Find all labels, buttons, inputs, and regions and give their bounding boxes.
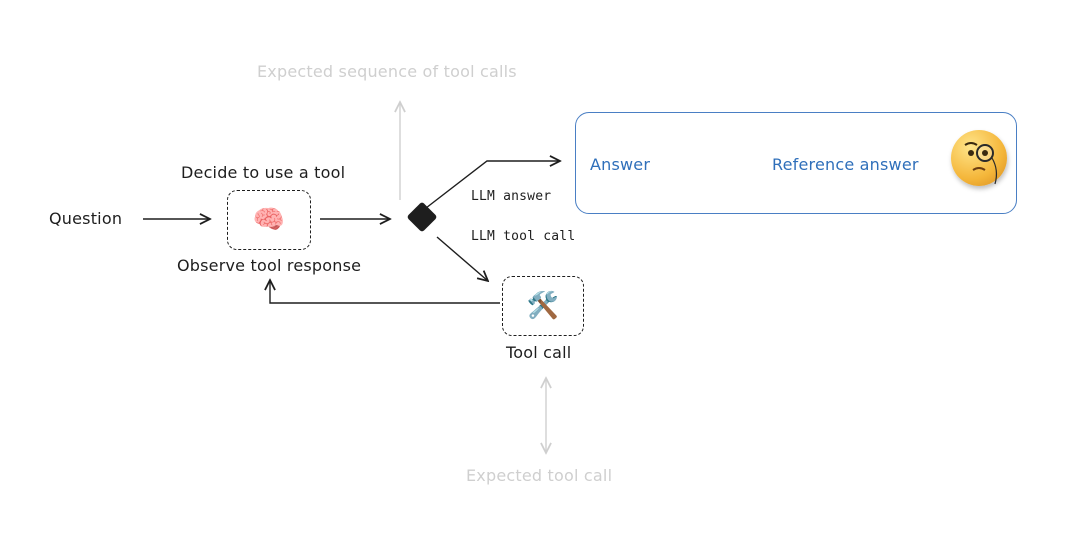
hammer-wrench-icon: 🛠️ — [526, 291, 560, 321]
brain-icon: 🧠 — [252, 205, 286, 235]
tool-call-label: Tool call — [506, 343, 572, 362]
agent-node: 🧠 — [227, 190, 311, 250]
reference-answer-label: Reference answer — [772, 155, 919, 174]
evaluation-panel — [575, 112, 1017, 214]
expected-sequence-label: Expected sequence of tool calls — [257, 62, 517, 81]
llm-tool-call-label: LLM tool call — [471, 229, 576, 244]
monocle-face-icon — [951, 130, 1007, 186]
arrow-decision-to-answer — [425, 161, 560, 209]
llm-answer-label: LLM answer — [471, 189, 552, 204]
arrow-tool-to-observe — [270, 280, 500, 304]
arrow-decision-to-tool — [436, 236, 488, 281]
decision-diamond — [407, 202, 437, 232]
tool-node: 🛠️ — [502, 276, 584, 336]
expected-tool-call-label: Expected tool call — [466, 466, 613, 485]
question-label: Question — [49, 209, 123, 228]
answer-label: Answer — [590, 155, 651, 174]
observe-label: Observe tool response — [177, 256, 362, 275]
decide-label: Decide to use a tool — [181, 163, 346, 182]
